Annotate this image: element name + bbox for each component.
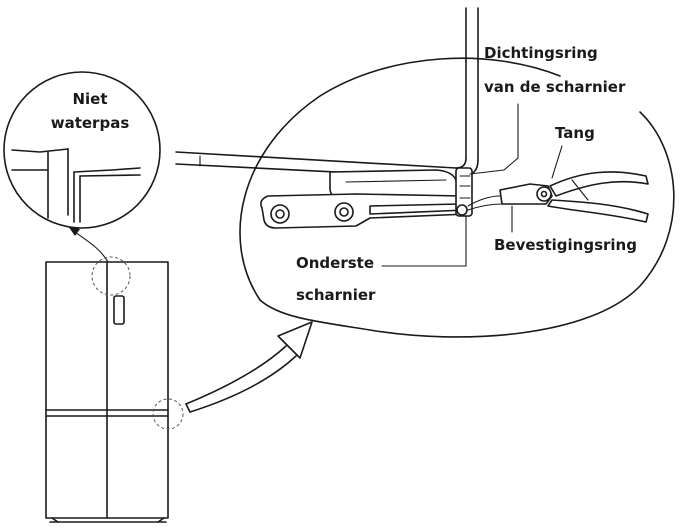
- leader-lines: [381, 103, 563, 267]
- fixing-ring: [456, 204, 468, 216]
- label-van-de-scharnier: van de scharnier: [484, 78, 626, 96]
- label-niet: Niet: [72, 90, 107, 108]
- label-waterpas: waterpas: [51, 114, 130, 132]
- label-dichtingsring: Dichtingsring: [484, 44, 598, 62]
- lower-hinge-assembly: [260, 167, 473, 229]
- label-bevestigingsring: Bevestigingsring: [494, 236, 637, 254]
- hinge-detail-ellipse: Dichtingsring van de scharnier Tang Beve…: [175, 7, 675, 338]
- refrigerator-illustration: [45, 256, 184, 523]
- arrow-to-not-level-circle: [68, 226, 109, 263]
- upper-door-edge: [455, 7, 479, 177]
- label-scharnier: scharnier: [296, 286, 376, 304]
- water-dispenser: [113, 295, 125, 325]
- label-onderste: Onderste: [296, 254, 374, 272]
- zoom-circle-not-level: Niet waterpas: [3, 71, 161, 229]
- focus-circle-top: [91, 256, 131, 296]
- focus-circle-hinge: [152, 398, 184, 430]
- pliers-illustration: [467, 171, 649, 223]
- uneven-door-tops-illustration: [11, 148, 141, 223]
- label-tang: Tang: [555, 124, 595, 142]
- arrow-to-hinge-detail: [185, 321, 313, 413]
